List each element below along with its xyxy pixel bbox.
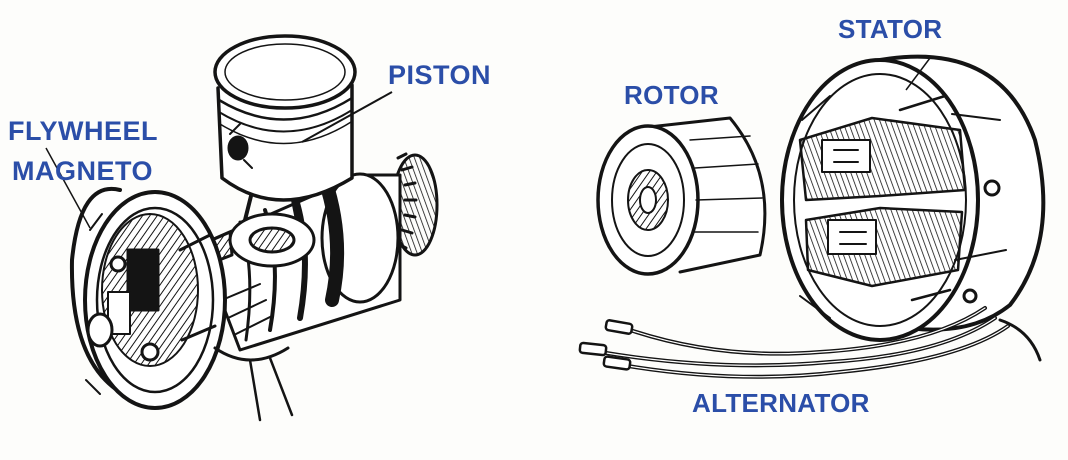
stator-leader-line [905, 57, 931, 91]
piston-label: PISTON [388, 60, 492, 90]
piston-leader-line [301, 91, 393, 143]
connecting-rod-drawing [228, 178, 316, 268]
stator-label: STATOR [838, 14, 943, 44]
stator-drawing [780, 54, 1046, 342]
magneto-label: MAGNETO [12, 156, 154, 186]
piston-drawing [213, 34, 357, 202]
alternator-wires-drawing [578, 306, 1042, 379]
flywheel-label: FLYWHEEL [8, 116, 159, 146]
rotor-drawing [596, 116, 767, 276]
magneto-leader-line [45, 147, 91, 229]
crankshaft-assembly-drawing [69, 34, 439, 422]
drive-gear-drawing [391, 152, 439, 257]
flywheel-magneto-drawing [69, 186, 227, 410]
rotor-label: ROTOR [624, 80, 719, 110]
alternator-label: ALTERNATOR [692, 388, 870, 418]
